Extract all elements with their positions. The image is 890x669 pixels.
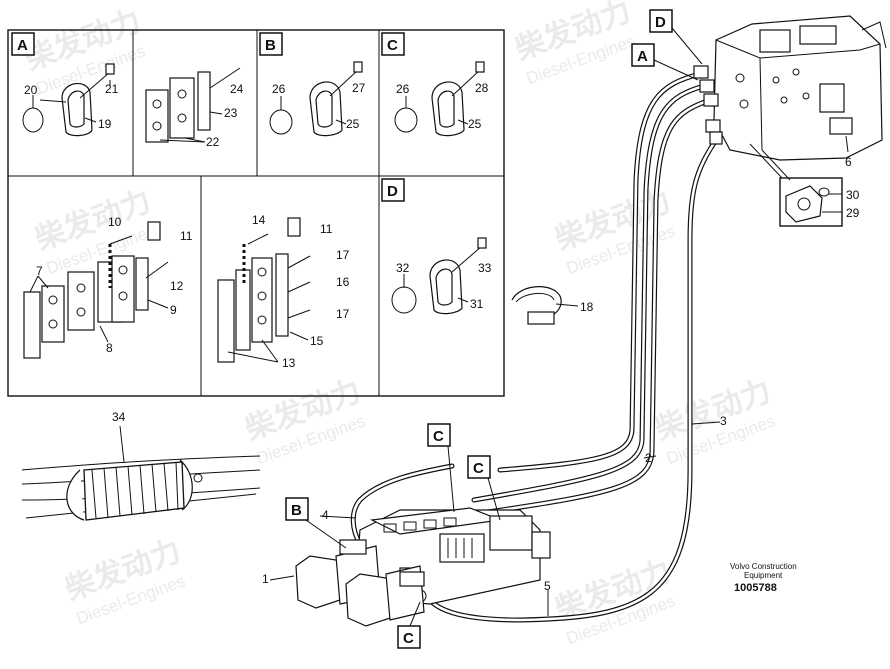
callout-22: 22 (206, 135, 220, 149)
callout-13: 13 (282, 356, 296, 370)
callout-7: 7 (36, 264, 43, 278)
callout-5: 5 (544, 579, 551, 593)
panel-c-clamp (394, 61, 485, 137)
detail-panels (7, 29, 505, 397)
callout-26: 26 (396, 82, 410, 96)
panel-tag-a: A (11, 32, 35, 56)
panel-multi-clamp-left (23, 221, 169, 359)
panel-tag-c: C (381, 32, 405, 56)
callout-10: 10 (108, 215, 122, 229)
callout-25: 25 (346, 117, 360, 131)
svg-text:D: D (387, 183, 398, 200)
callout-4: 4 (322, 508, 329, 522)
panel-tag-b: B (259, 32, 283, 56)
svg-text:A: A (17, 37, 28, 54)
callout-3: 3 (720, 414, 727, 428)
callout-9: 9 (170, 303, 177, 317)
svg-text:C: C (433, 428, 444, 445)
hose-wrap (21, 425, 261, 521)
callout-18: 18 (580, 300, 594, 314)
callout-24: 24 (230, 82, 244, 96)
flange-detail (749, 143, 843, 227)
control-valve (713, 15, 887, 161)
callout-31: 31 (470, 297, 484, 311)
svg-text:B: B (291, 502, 302, 519)
location-tag-c-main-upper: C (427, 423, 455, 513)
panel-d-clamp (391, 237, 487, 315)
callout-8: 8 (106, 341, 113, 355)
panel-tag-d: D (381, 178, 405, 202)
callout-11: 11 (320, 222, 333, 236)
callout-32: 32 (396, 261, 410, 275)
svg-text:1005788: 1005788 (734, 582, 777, 594)
location-tag-d-main: D (649, 9, 703, 65)
svg-text:Equipment: Equipment (744, 571, 783, 580)
location-tag-b-main: B (285, 497, 347, 549)
callout-34: 34 (112, 410, 126, 424)
callout-15: 15 (310, 334, 324, 348)
pilot-valve-assembly (295, 507, 551, 627)
svg-text:B: B (265, 37, 276, 54)
callout-27: 27 (352, 81, 366, 95)
callout-1: 1 (262, 572, 269, 586)
callout-11: 11 (180, 229, 193, 243)
cable-tie (511, 286, 579, 325)
location-tag-c-main-right: C (467, 455, 501, 521)
callout-12: 12 (170, 279, 184, 293)
location-tag-c-main-lower: C (397, 601, 421, 649)
callout-19: 19 (98, 117, 112, 131)
callout-21: 21 (105, 82, 119, 96)
callout-26: 26 (272, 82, 286, 96)
callout-28: 28 (475, 81, 489, 95)
callout-14: 14 (252, 213, 266, 227)
callout-17: 17 (336, 307, 350, 321)
callout-2: 2 (645, 451, 652, 465)
callout-29: 29 (846, 206, 860, 220)
callout-20: 20 (24, 83, 38, 97)
callout-30: 30 (846, 188, 860, 202)
panel-a-clamp (22, 63, 115, 137)
callout-33: 33 (478, 261, 492, 275)
svg-text:Volvo Construction: Volvo Construction (730, 562, 797, 571)
panel-b-clamp (269, 61, 363, 137)
panel-stack-clamp (217, 217, 311, 363)
callout-16: 16 (336, 275, 350, 289)
callout-23: 23 (224, 106, 238, 120)
callout-6: 6 (845, 155, 852, 169)
svg-text:C: C (473, 460, 484, 477)
drawing-footer: Volvo Construction Equipment 1005788 (730, 562, 797, 594)
panel-twin-clamp (145, 67, 241, 143)
location-tag-a-main: A (631, 43, 699, 81)
svg-text:A: A (637, 48, 648, 65)
callout-17: 17 (336, 248, 350, 262)
callout-25: 25 (468, 117, 482, 131)
svg-text:D: D (655, 14, 666, 31)
svg-text:C: C (387, 37, 398, 54)
svg-text:C: C (403, 630, 414, 647)
